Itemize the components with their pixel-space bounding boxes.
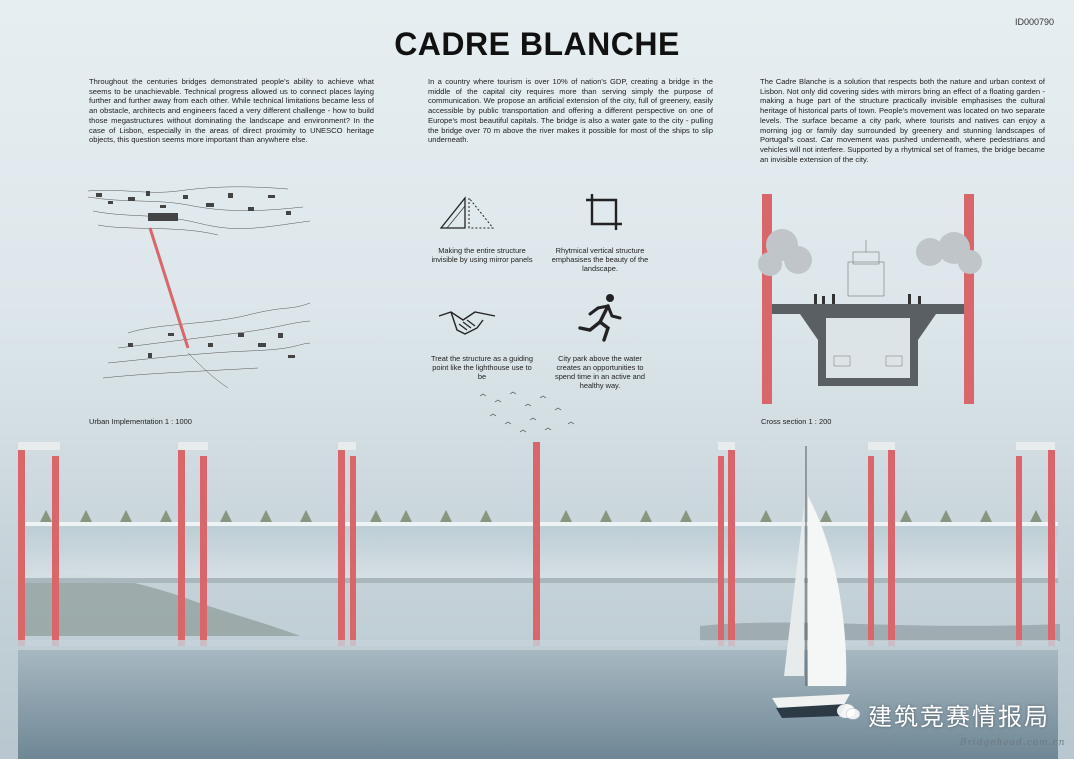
- wechat-icon: [837, 704, 861, 720]
- urban-map-drawing: [88, 186, 311, 389]
- handshake-icon: [438, 311, 496, 335]
- project-id: ID000790: [1014, 17, 1054, 27]
- cross-section-drawing: [758, 194, 982, 404]
- icon-caption-handshake: Treat the structure as a guiding point l…: [430, 354, 534, 381]
- solution-paragraph: The Cadre Blanche is a solution that res…: [760, 77, 1045, 164]
- crop-frame-icon: [586, 194, 622, 230]
- intro-paragraph: Throughout the centuries bridges demonst…: [89, 77, 374, 145]
- page-title: CADRE BLANCHE: [394, 26, 680, 62]
- watermark-url: Bridgehead.com.cn: [960, 738, 1066, 748]
- sailboat: [772, 446, 850, 718]
- icon-caption-runner: City park above the water creates an opp…: [555, 354, 645, 390]
- icon-caption-frame: Rhytmical vertical structure emphasises …: [551, 246, 649, 273]
- runner-icon: [578, 294, 622, 342]
- concept-paragraph: In a country where tourism is over 10% o…: [428, 77, 713, 145]
- urban-caption: Urban Implementation 1 : 1000: [89, 417, 192, 426]
- icon-caption-mirror: Making the entire structure invisible by…: [431, 246, 533, 264]
- section-caption: Cross section 1 : 200: [761, 417, 832, 426]
- bridge-render: [18, 442, 1060, 759]
- mirror-triangle-icon: [439, 196, 495, 229]
- birds-illustration: [479, 391, 575, 433]
- watermark-text: 建筑竞赛情报局: [868, 703, 1050, 731]
